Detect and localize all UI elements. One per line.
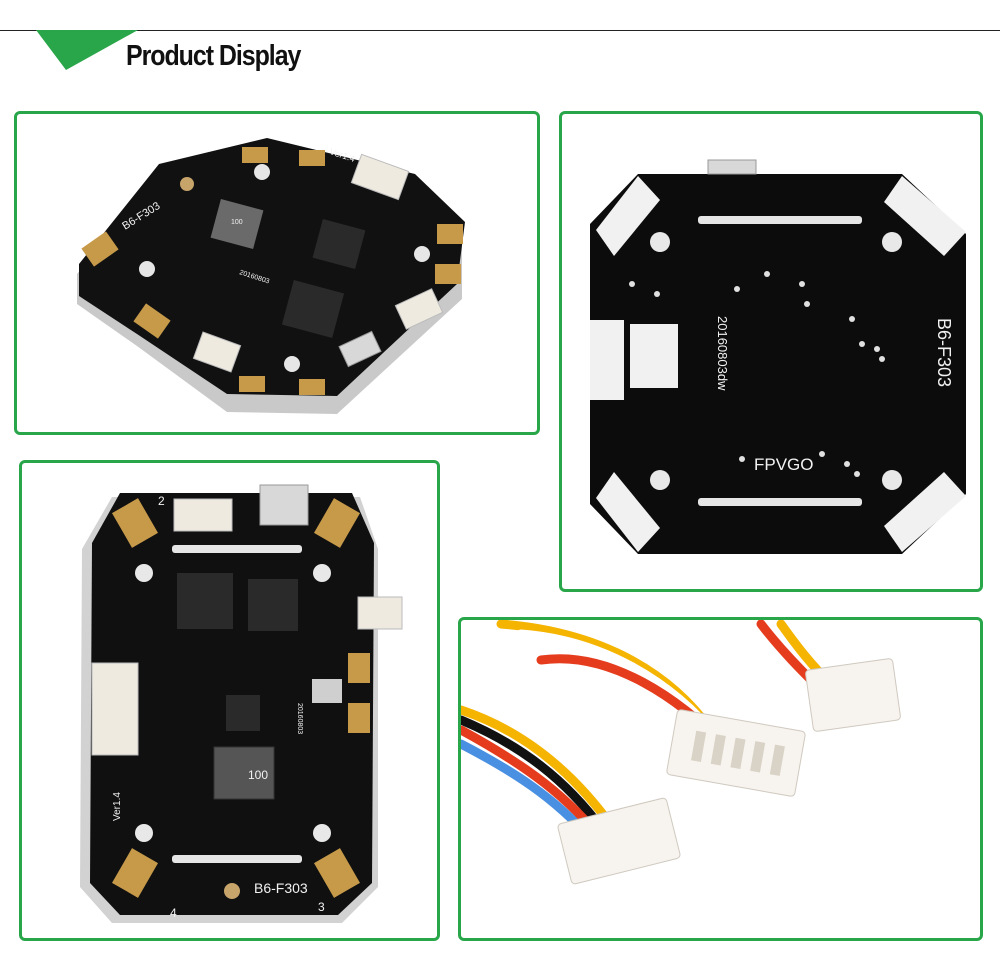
back-brand-label: FPVGO [754, 455, 814, 474]
front-corner-number-2: 2 [158, 494, 165, 508]
page-title: Product Display [126, 40, 301, 72]
front-model-label: B6-F303 [254, 880, 308, 896]
front-board-illustration: 100 B6-F303 Ver1.4 20160803 2 3 4 [80, 484, 403, 923]
cables-illustration [461, 620, 901, 885]
product-photo-angled-front: B6-F303 Ver1.4 20160803 100 [14, 111, 540, 435]
front-date-label: 20160803 [296, 703, 303, 734]
product-photo-cables [458, 617, 983, 941]
header-accent-flag [36, 30, 138, 70]
angled-board-illustration: B6-F303 Ver1.4 20160803 100 [77, 138, 465, 414]
header-divider [0, 30, 1000, 31]
back-date-label: 20160803dw [715, 316, 730, 391]
back-board-illustration: B6-F303 20160803dw FPVGO [590, 159, 966, 554]
product-photo-back: B6-F303 20160803dw FPVGO [559, 111, 983, 592]
front-corner-number-3: 3 [318, 900, 325, 914]
front-version-label: Ver1.4 [112, 792, 123, 821]
product-photo-front: 100 B6-F303 Ver1.4 20160803 2 3 4 [19, 460, 440, 941]
front-inductor-label: 100 [248, 768, 268, 782]
angled-inductor-label: 100 [231, 219, 243, 226]
back-model-label: B6-F303 [934, 318, 954, 387]
front-corner-number-4: 4 [170, 906, 177, 920]
